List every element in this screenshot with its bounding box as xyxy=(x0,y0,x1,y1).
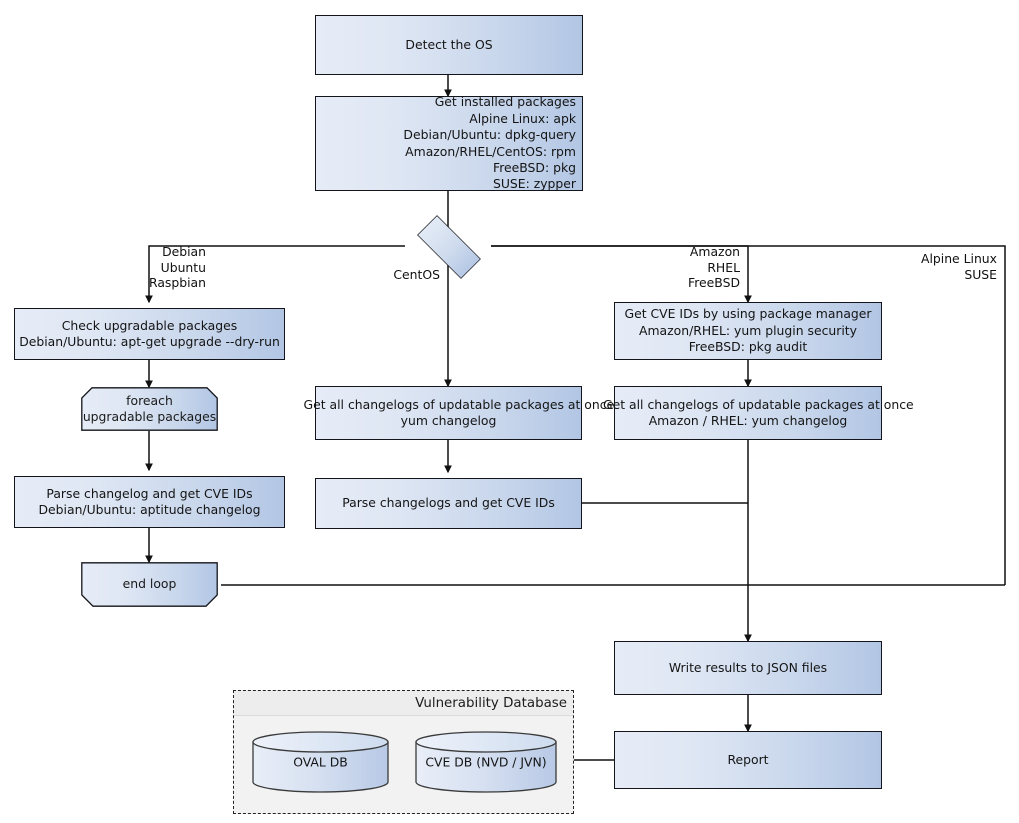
node-report[interactable]: Report xyxy=(614,731,882,789)
text-line: Alpine Linux: apk xyxy=(469,110,576,126)
node-report-text: Report xyxy=(615,752,881,768)
text-line: Parse changelogs and get CVE IDs xyxy=(342,495,555,511)
node-changelogs-rhel-text: Get all changelogs of updatable packages… xyxy=(603,396,914,430)
db-cve[interactable]: CVE DB (NVD / JVN) xyxy=(415,731,557,793)
text-line: FreeBSD xyxy=(688,275,740,291)
cylinder-shape xyxy=(415,731,557,793)
text-line: Raspbian xyxy=(148,275,206,291)
text-line: yum changelog xyxy=(400,413,497,428)
node-parse-changelogs-centos-text: Parse changelogs and get CVE IDs xyxy=(316,495,581,511)
text-line: foreach xyxy=(126,392,173,408)
text-line: Check upgradable packages xyxy=(61,317,238,333)
node-changelogs-centos[interactable]: Get all changelogs of updatable packages… xyxy=(304,386,614,440)
db-oval[interactable]: OVAL DB xyxy=(252,731,389,793)
text-line: Amazon / RHEL: yum changelog xyxy=(648,413,848,428)
text-line: upgradable packages xyxy=(82,409,217,424)
end-loop-shape xyxy=(81,562,218,607)
text-line: Get all changelogs of updatable packages… xyxy=(303,396,615,412)
text-line: Get CVE IDs by using package manager xyxy=(624,306,872,322)
text-line: Amazon/RHEL/CentOS: rpm xyxy=(405,143,576,159)
text-line: Write results to JSON files xyxy=(668,659,828,675)
edge-label-amazon: Amazon RHEL FreeBSD xyxy=(630,244,740,291)
node-get-cve-ids-package-manager-text: Get CVE IDs by using package manager Ama… xyxy=(615,306,881,355)
node-changelogs-centos-text: Get all changelogs of updatable packages… xyxy=(303,396,615,430)
vulnerability-database-title-text: Vulnerability Database xyxy=(415,695,567,711)
node-parse-changelog-debian[interactable]: Parse changelog and get CVE IDs Debian/U… xyxy=(14,476,285,528)
node-detect-os-text: Detect the OS xyxy=(405,36,493,52)
text-line: CentOS xyxy=(393,267,440,282)
edge-label-debian: Debian Ubuntu Raspbian xyxy=(96,244,206,291)
text-line: Parse changelog and get CVE IDs xyxy=(46,485,253,501)
text-line: Ubuntu xyxy=(160,259,206,275)
text-line: FreeBSD: pkg xyxy=(492,159,576,175)
text-line: SUSE xyxy=(964,266,997,282)
node-parse-changelog-debian-text: Parse changelog and get CVE IDs Debian/U… xyxy=(15,486,284,519)
text-line: end loop xyxy=(122,576,177,592)
vulnerability-database-group: Vulnerability Database O xyxy=(233,690,574,814)
text-line: Debian/Ubuntu: dpkg-query xyxy=(403,127,576,143)
db-cve-label: CVE DB (NVD / JVN) xyxy=(425,754,547,770)
node-end-loop[interactable]: end loop xyxy=(81,562,218,607)
node-foreach-loop-start-text: foreach upgradable packages xyxy=(81,393,218,426)
node-write-results-json-text: Write results to JSON files xyxy=(615,660,881,676)
edge-label-alpine: Alpine Linux SUSE xyxy=(887,251,997,282)
node-parse-changelogs-centos[interactable]: Parse changelogs and get CVE IDs xyxy=(315,478,582,529)
node-check-upgradable-packages[interactable]: Check upgradable packages Debian/Ubuntu:… xyxy=(14,308,285,360)
edge-label-centos: CentOS xyxy=(330,267,440,283)
node-get-installed-packages[interactable]: Get installed packages Alpine Linux: apk… xyxy=(315,94,583,192)
text-line: Alpine Linux xyxy=(920,251,997,266)
node-end-loop-text: end loop xyxy=(81,576,218,592)
text-line: Get all changelogs of updatable packages… xyxy=(603,396,914,412)
node-changelogs-rhel[interactable]: Get all changelogs of updatable packages… xyxy=(603,386,914,440)
node-check-upgradable-packages-text: Check upgradable packages Debian/Ubuntu:… xyxy=(15,318,284,351)
text-line: SUSE: zypper xyxy=(492,176,576,192)
foreach-shape xyxy=(81,387,218,431)
text-line: Get installed packages xyxy=(434,94,576,110)
node-get-cve-ids-package-manager[interactable]: Get CVE IDs by using package manager Ama… xyxy=(614,302,882,360)
cylinder-shape xyxy=(252,731,389,793)
node-foreach-loop-start[interactable]: foreach upgradable packages xyxy=(81,387,218,431)
text-line: Amazon xyxy=(689,244,740,259)
node-get-installed-packages-text: Get installed packages Alpine Linux: apk… xyxy=(316,94,582,192)
text-line: Amazon/RHEL: yum plugin security xyxy=(639,322,857,338)
vulnerability-database-title: Vulnerability Database xyxy=(234,691,573,716)
text-line: Debian/Ubuntu: aptitude changelog xyxy=(38,502,261,517)
node-os-decision[interactable] xyxy=(405,215,491,279)
node-detect-os[interactable]: Detect the OS xyxy=(315,15,583,75)
text-line: Debian xyxy=(162,244,206,259)
node-write-results-json[interactable]: Write results to JSON files xyxy=(614,641,882,695)
text-line: RHEL xyxy=(707,259,740,275)
text-line: Report xyxy=(727,751,769,767)
db-oval-label: OVAL DB xyxy=(293,754,348,770)
text-line: Debian/Ubuntu: apt-get upgrade --dry-run xyxy=(19,334,280,349)
text-line: FreeBSD: pkg audit xyxy=(688,339,808,355)
